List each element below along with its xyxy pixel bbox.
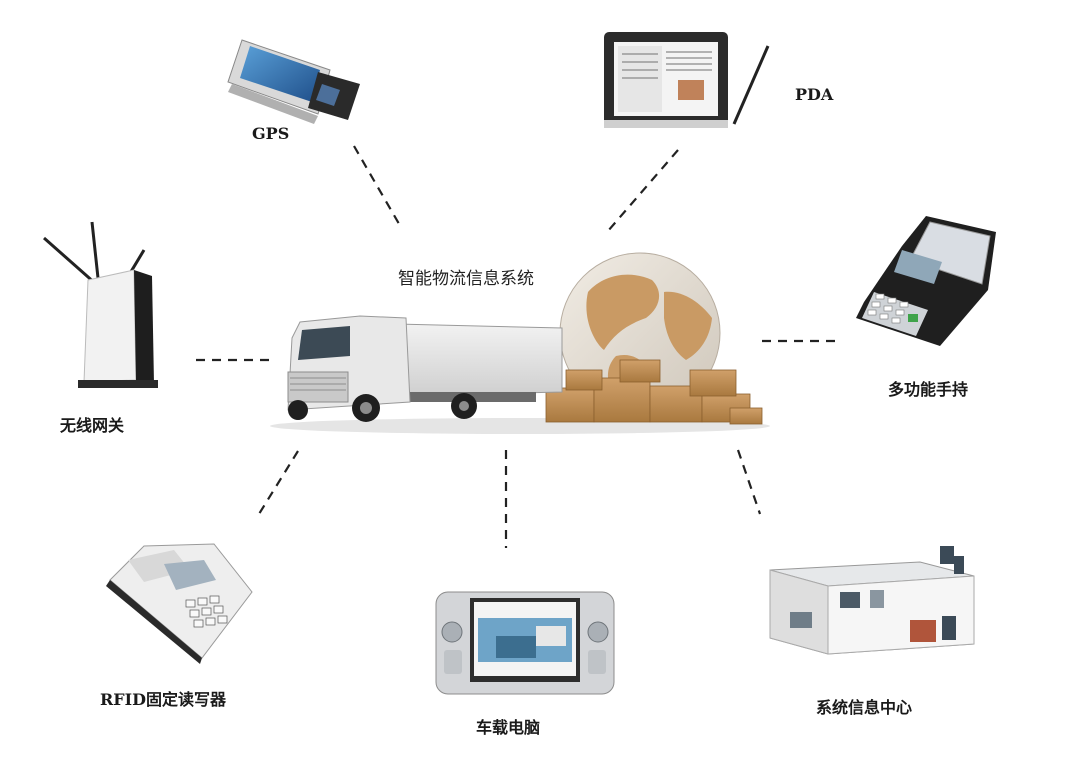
system-title: 智能物流信息系统: [398, 269, 534, 289]
gps-label: GPS: [252, 124, 290, 143]
wireless-router-icon: [43, 221, 158, 388]
rfid-reader-icon: [106, 543, 253, 664]
vehicle-computer-icon: [435, 591, 615, 695]
rfid-reader-label: RFID固定读写器: [100, 690, 227, 709]
connector-info-center: [736, 449, 762, 515]
pda-device-icon: [604, 32, 770, 128]
connector-pda: [607, 149, 679, 232]
info-center-label: 系统信息中心: [816, 698, 913, 717]
pda-label: PDA: [795, 85, 834, 104]
truck-icon: [287, 315, 563, 422]
data-center-icon: [769, 546, 975, 655]
gps-card-icon: [227, 39, 360, 124]
handheld-terminal-icon: [856, 216, 996, 346]
cargo-boxes-icon: [545, 359, 763, 425]
vehicle-computer-label: 车载电脑: [476, 718, 541, 737]
connector-rfid-reader: [258, 450, 299, 515]
handheld-label: 多功能手持: [888, 380, 969, 399]
connector-gps: [353, 145, 403, 230]
connectors: [196, 145, 838, 548]
central-logistics-illustration: [270, 252, 770, 434]
wireless-gateway-label: 无线网关: [60, 416, 125, 435]
